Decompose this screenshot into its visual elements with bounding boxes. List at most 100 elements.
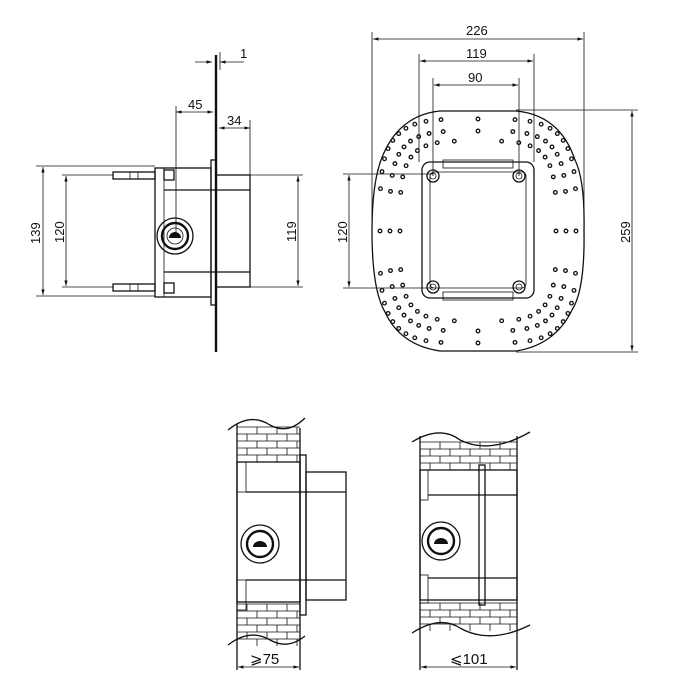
perforation-hole [390, 137, 396, 143]
brick-wall-pattern [420, 441, 517, 631]
perforation-hole [426, 326, 432, 331]
perforation-hole [451, 138, 457, 144]
dim-flange-height: 119 [284, 221, 299, 242]
perforation-hole [569, 300, 574, 306]
dim-hole-spacing-v: 120 [335, 221, 350, 243]
perforation-hole [512, 117, 518, 123]
perforation-hole [499, 138, 505, 144]
dim-119-front: 119 [418, 46, 535, 162]
perforation-hole [543, 318, 548, 324]
perforation-hole [554, 305, 560, 311]
box-body [154, 167, 212, 298]
perforation-hole [558, 161, 564, 167]
perforation-hole [534, 134, 540, 140]
perforation-hole [400, 174, 406, 180]
perforation-hole [571, 287, 577, 293]
perforation-hole [475, 128, 481, 134]
perforation-hole [510, 327, 516, 333]
perforation-hole [440, 129, 446, 135]
perforation-hole [403, 293, 409, 299]
perforation-hole [382, 300, 387, 306]
perforation-hole [426, 131, 432, 136]
pipe-connection-icon [240, 524, 280, 564]
dim-120: 120 [52, 174, 113, 288]
perforation-hole [571, 169, 577, 175]
perforation-hole [398, 267, 404, 273]
perforation-hole [400, 282, 406, 288]
perforation-hole [565, 146, 571, 152]
perforation-hole [392, 161, 398, 167]
perforation-hole [382, 156, 387, 162]
perforation-hole [524, 326, 530, 331]
perforation-hole [569, 156, 574, 162]
perforation-hole [552, 189, 558, 195]
perforation-hole [550, 282, 556, 288]
perforation-hole [390, 319, 396, 325]
perforation-hole [403, 331, 409, 337]
dim-anchor-spacing: 120 [52, 221, 67, 243]
dim-overall-height: 139 [28, 222, 43, 244]
dim-depth-behind: 45 [188, 97, 202, 112]
perforation-hole [451, 318, 457, 324]
perforation-hole [438, 339, 444, 345]
perforation-hole [547, 331, 553, 337]
perforation-hole [408, 302, 414, 308]
perforation-hole [547, 125, 553, 131]
perforation-hole [385, 310, 391, 316]
dim-depth-front: 34 [227, 113, 241, 128]
perforation-hole [475, 328, 481, 334]
perforation-hole [536, 308, 542, 314]
perforation-hole [385, 146, 391, 152]
brick-wall-pattern [237, 426, 300, 646]
perforation-hole [510, 129, 516, 135]
perforation-hole [553, 228, 559, 234]
anchor-bolt-bottom [112, 282, 175, 294]
min-wall-depth-label: ⩾75 [250, 651, 279, 668]
perforation-hole [434, 316, 440, 322]
perforation-hole [549, 144, 555, 150]
dim-119: 119 [250, 174, 303, 288]
perforation-hole [538, 335, 544, 341]
corner-screw-holes [426, 169, 526, 294]
perforation-hole [542, 302, 548, 308]
perforation-hole [527, 338, 533, 344]
perforation-hole [561, 284, 567, 290]
perforation-hole [547, 293, 553, 299]
perforation-hole [438, 117, 444, 123]
perforation-hole [552, 267, 558, 273]
anchor-bolt-top [112, 169, 175, 181]
perforation-hole [379, 169, 385, 175]
perforation-hole [536, 148, 542, 154]
perforation-hole [423, 143, 429, 149]
perforation-hole [565, 310, 571, 316]
install-view-min-wall: ⩾75 [227, 417, 347, 670]
perforation-hole [543, 138, 548, 144]
dim-front-overall-height: 259 [618, 221, 633, 243]
perforation-hole [475, 116, 481, 122]
side-view: 1 45 34 139 120 119 [28, 46, 303, 352]
perforation-hole [554, 325, 560, 331]
perforation-hole [423, 118, 429, 124]
perforation-hole [416, 322, 422, 328]
perforation-hole [408, 318, 413, 324]
dim-120-front: 120 [335, 173, 433, 289]
perforation-hole [379, 287, 385, 293]
perforation-hole [527, 313, 533, 319]
perforation-hole [534, 322, 540, 328]
dim-139: 139 [28, 165, 155, 297]
perforation-hole [547, 163, 553, 169]
perforation-hole [398, 189, 404, 195]
perforation-hole [549, 312, 555, 318]
perforation-hole [512, 339, 518, 345]
dim-226: 226 [371, 23, 585, 231]
perforation-hole [387, 228, 393, 234]
dim-34: 34 [219, 113, 251, 175]
perforation-hole [524, 131, 530, 136]
perforation-hole [516, 316, 522, 322]
perforation-hole [527, 143, 533, 149]
perforation-hole [554, 131, 560, 137]
perforation-hole [550, 174, 556, 180]
install-view-max-wall: ⩽101 [411, 431, 531, 670]
front-sleeve [215, 174, 251, 288]
